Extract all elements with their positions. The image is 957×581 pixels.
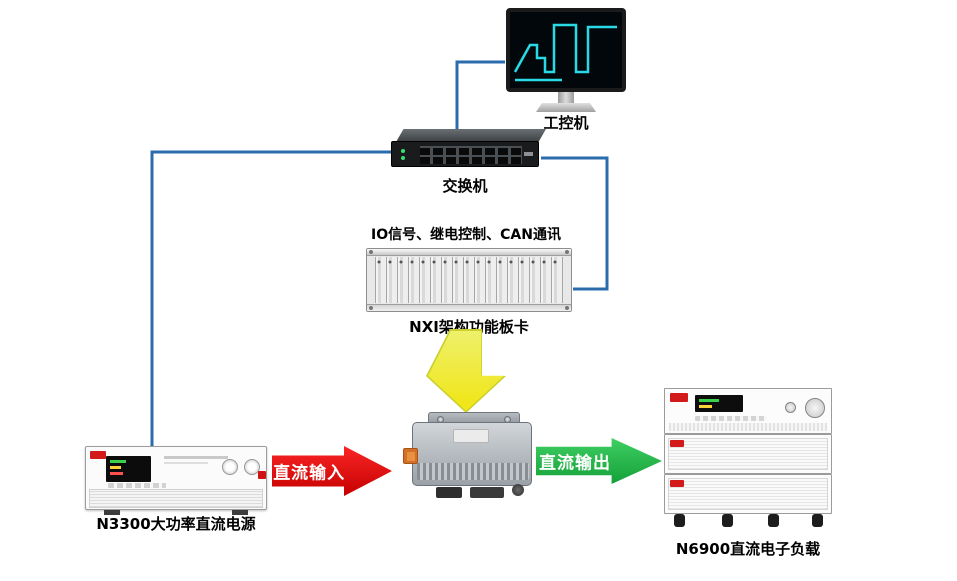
dut-orange-connector (403, 448, 418, 464)
brand-badge (670, 480, 684, 487)
rack-top-rail (367, 249, 571, 256)
industrial-pc-monitor (506, 8, 626, 92)
psu-panel-print (164, 456, 228, 459)
load-vent-grille (668, 478, 828, 510)
psu-power-switch (258, 471, 266, 479)
display-readout-line (110, 472, 123, 475)
industrial-pc-label: 工控机 (543, 114, 589, 132)
caster-wheel (812, 514, 823, 527)
switch-brand-mark (524, 152, 533, 156)
dut-cooling-fins (417, 463, 529, 480)
load-vent-grille (668, 438, 828, 470)
line-pc-switch (455, 60, 505, 141)
load-middle-unit (664, 434, 832, 474)
caster-wheel (722, 514, 733, 527)
dut-bottom-connector-left (436, 487, 462, 498)
screw-icon (565, 306, 569, 310)
dut-nameplate (453, 429, 489, 443)
line-switch-psu (150, 150, 393, 448)
psu-display (106, 456, 151, 482)
device-foot (232, 510, 248, 515)
nxi-rack (366, 248, 572, 312)
switch-led-icon (401, 149, 405, 153)
display-readout-line (699, 399, 719, 402)
psu-vent-grille (89, 489, 263, 508)
psu-output-socket-right (244, 459, 260, 475)
load-display (695, 395, 743, 412)
dc-power-supply-label: N3300大功率直流电源 (96, 515, 256, 533)
load-bottom-unit (664, 474, 832, 514)
brand-badge (670, 440, 684, 447)
caster-wheel (768, 514, 779, 527)
waveform-icon (513, 23, 617, 82)
dc-electronic-load (664, 388, 832, 528)
network-switch-label: 交换机 (442, 177, 488, 195)
dc-electronic-load-label: N6900直流电子负载 (675, 540, 821, 558)
nxi-caption: IO信号、继电控制、CAN通讯 (371, 227, 561, 243)
dut-cable-gland (512, 484, 524, 496)
load-small-knob (785, 402, 796, 413)
load-button-row (695, 416, 767, 421)
display-readout-line (110, 460, 126, 463)
load-rotary-knob (805, 398, 825, 418)
load-vent-strip (669, 423, 827, 431)
dc-output-label: 直流输出 (539, 453, 612, 474)
display-readout-line (110, 466, 121, 469)
rack-bottom-rail (367, 304, 571, 311)
switch-ports (420, 146, 522, 164)
screw-icon (369, 250, 373, 254)
dc-power-supply (85, 446, 267, 515)
psu-output-socket-left (222, 459, 238, 475)
screw-icon (369, 306, 373, 310)
caster-wheel (674, 514, 685, 527)
monitor-stand (558, 92, 574, 103)
nxi-rack-label: NXI架构功能板卡 (409, 318, 529, 336)
dc-input-label: 直流输入 (273, 463, 346, 484)
load-top-unit (664, 388, 832, 434)
switch-top-face (396, 129, 546, 142)
dut-bottom-connector-right (470, 487, 504, 498)
rack-card-slots (375, 257, 563, 303)
brand-badge (670, 393, 688, 402)
display-readout-line (699, 405, 712, 408)
psu-button-row (108, 483, 166, 488)
monitor-base (536, 103, 596, 112)
network-switch (391, 141, 539, 167)
device-foot (104, 510, 120, 515)
dut-converter (412, 422, 532, 486)
line-switch-nxi (541, 156, 609, 291)
psu-panel-print (164, 462, 208, 464)
brand-badge (90, 451, 106, 459)
screw-icon (565, 250, 569, 254)
